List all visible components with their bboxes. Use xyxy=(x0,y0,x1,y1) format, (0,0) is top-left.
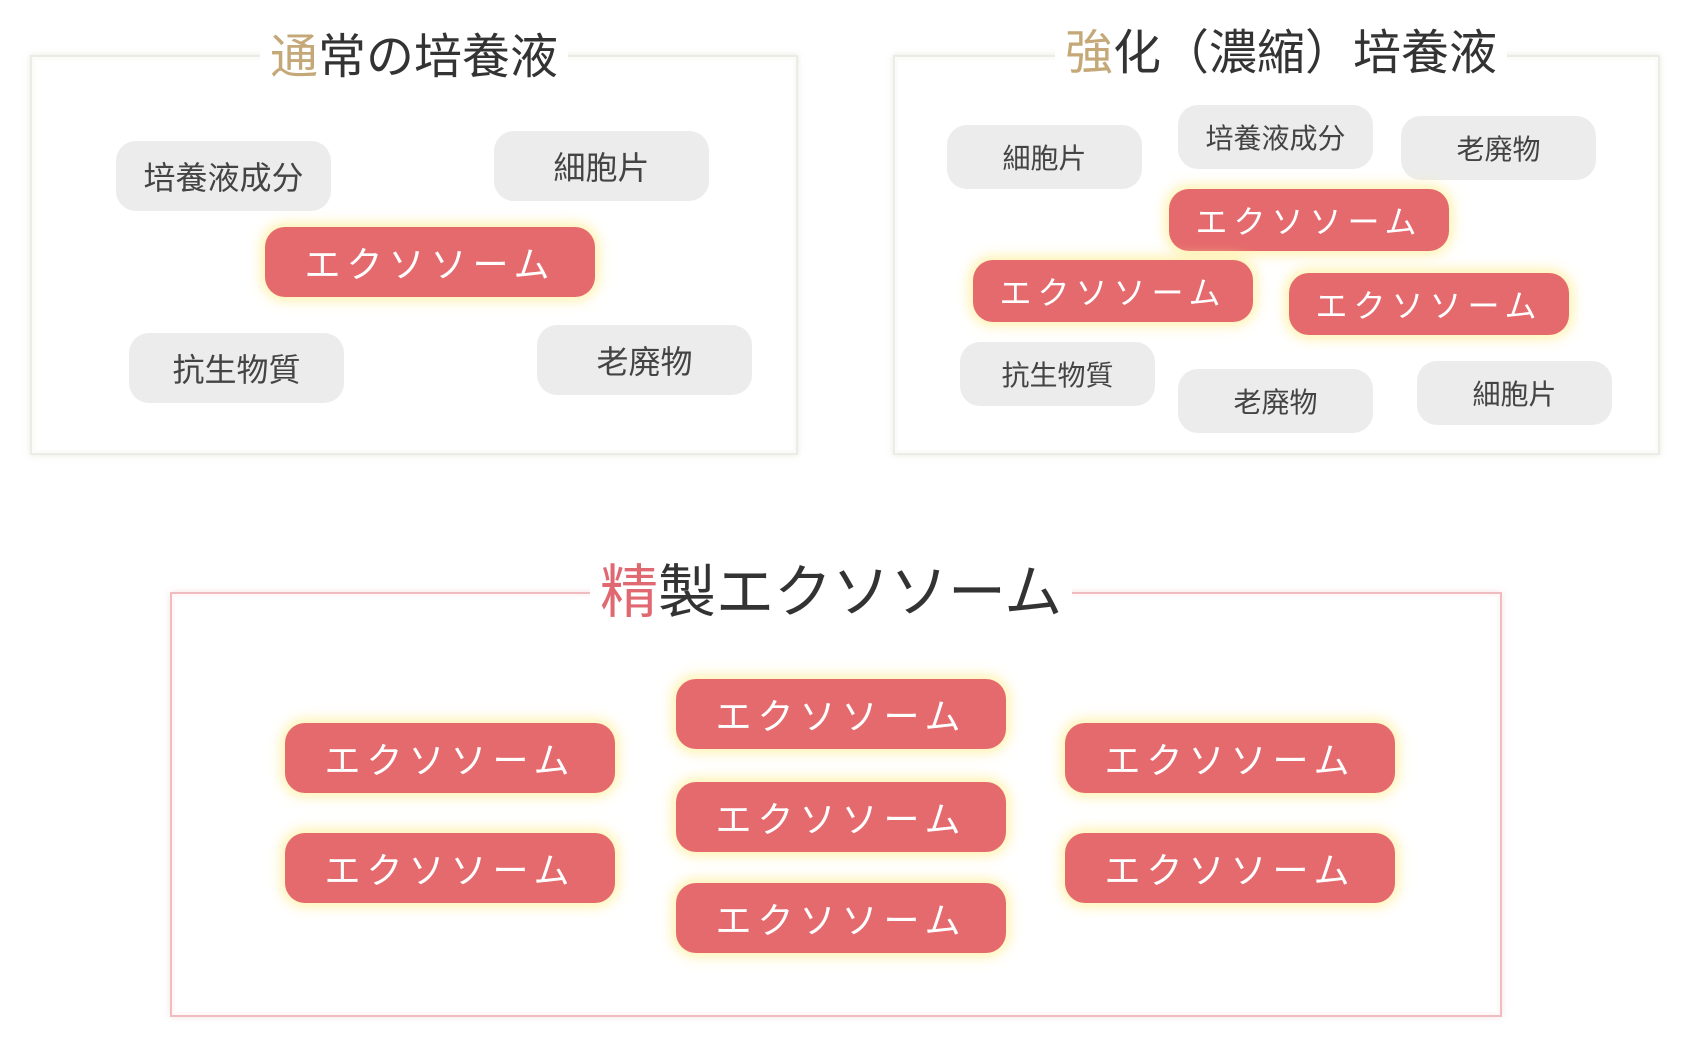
panel-purified-title-accent: 精 xyxy=(600,558,659,626)
component-chip-cell-debris: 細胞片 xyxy=(494,131,709,201)
exosome-chip: エクソソーム xyxy=(285,833,615,903)
component-chip-antibiotic: 抗生物質 xyxy=(129,333,344,403)
exosome-chip: エクソソーム xyxy=(1065,833,1395,903)
panel-normal-title-rest: 常の培養液 xyxy=(318,29,559,85)
exosome-chip: エクソソーム xyxy=(1065,723,1395,793)
exosome-chip: エクソソーム xyxy=(676,782,1006,852)
component-chip-waste: 老廃物 xyxy=(537,325,752,395)
exosome-chip: エクソソーム xyxy=(676,883,1006,953)
exosome-chip: エクソソーム xyxy=(676,679,1006,749)
panel-normal-title-accent: 通 xyxy=(270,29,319,85)
panel-enhanced-title-rest: 化（濃縮）培養液 xyxy=(1113,25,1498,81)
exosome-chip: エクソソーム xyxy=(285,723,615,793)
exosome-chip: エクソソーム xyxy=(1289,273,1569,335)
panel-purified-title-rest: 製エクソソーム xyxy=(658,558,1063,626)
component-chip-cell-debris: 細胞片 xyxy=(1417,361,1612,425)
panel-purified-title: 精製エクソソーム xyxy=(590,563,1073,621)
panel-enhanced-title-accent: 強 xyxy=(1065,25,1114,81)
component-chip-waste: 老廃物 xyxy=(1401,116,1596,180)
panel-normal-title: 通常の培養液 xyxy=(260,33,569,81)
component-chip-waste: 老廃物 xyxy=(1178,369,1373,433)
component-chip-cell-debris: 細胞片 xyxy=(947,125,1142,189)
panel-enhanced-title: 強化（濃縮）培養液 xyxy=(1055,29,1508,77)
component-chip-medium: 培養液成分 xyxy=(116,141,331,211)
component-chip-medium: 培養液成分 xyxy=(1178,105,1373,169)
exosome-chip: エクソソーム xyxy=(1169,189,1449,251)
exosome-chip: エクソソーム xyxy=(973,260,1253,322)
exosome-chip: エクソソーム xyxy=(265,227,595,297)
component-chip-antibiotic: 抗生物質 xyxy=(960,342,1155,406)
